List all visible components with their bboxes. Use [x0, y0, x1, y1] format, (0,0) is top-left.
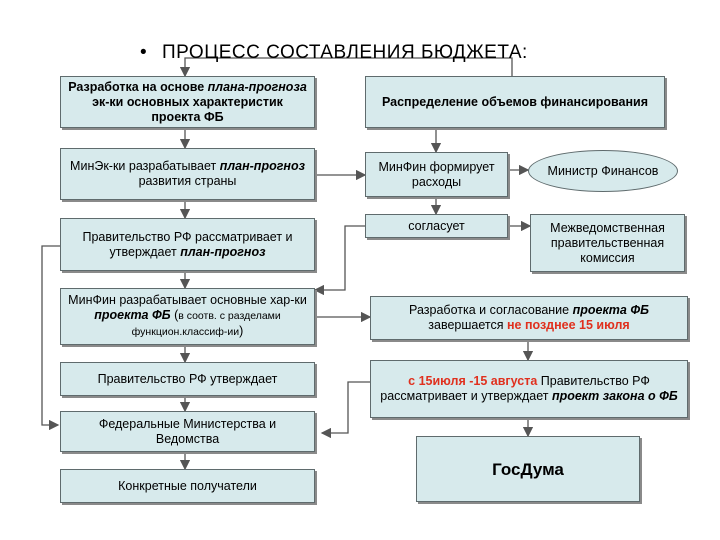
box-left-2: МинЭк-ки разрабатывает план-прогноз разв…: [60, 148, 315, 200]
title-bullet: •: [140, 42, 148, 63]
ellipse-minister: Министр Финансов: [528, 150, 678, 192]
title-text: ПРОЦЕСС СОСТАВЛЕНИЯ БЮДЖЕТА:: [162, 42, 528, 63]
box-left-6: Федеральные Министерства и Ведомства: [60, 411, 315, 452]
box-left-1: Разработка на основе плана-прогноза эк-к…: [60, 76, 315, 128]
arrow-r3-l4: [313, 225, 365, 296]
bracket-l3-l6: [41, 245, 62, 431]
box-left-5: Правительство РФ утверждает: [60, 362, 315, 396]
box-right-4: Межведомственная правительственная комис…: [530, 214, 685, 272]
connector-title-branch: [184, 57, 513, 76]
box-right-2: МинФин формирует расходы: [365, 152, 508, 197]
arrow-r6-l6: [320, 381, 370, 439]
page-title: • ПРОЦЕСС СОСТАВЛЕНИЯ БЮДЖЕТА:: [140, 42, 528, 64]
box-left-3: Правительство РФ рассматривает и утвержд…: [60, 218, 315, 271]
box-right-3: согласует: [365, 214, 508, 238]
box-right-6: с 15июля -15 августа Правительство РФ ра…: [370, 360, 688, 418]
box-left-7: Конкретные получатели: [60, 469, 315, 503]
box-right-1: Распределение объемов финансирования: [365, 76, 665, 128]
box-right-5: Разработка и согласование проекта ФБ зав…: [370, 296, 688, 340]
box-right-7: ГосДума: [416, 436, 640, 502]
box-left-4: МинФин разрабатывает основные хар-ки про…: [60, 288, 315, 345]
